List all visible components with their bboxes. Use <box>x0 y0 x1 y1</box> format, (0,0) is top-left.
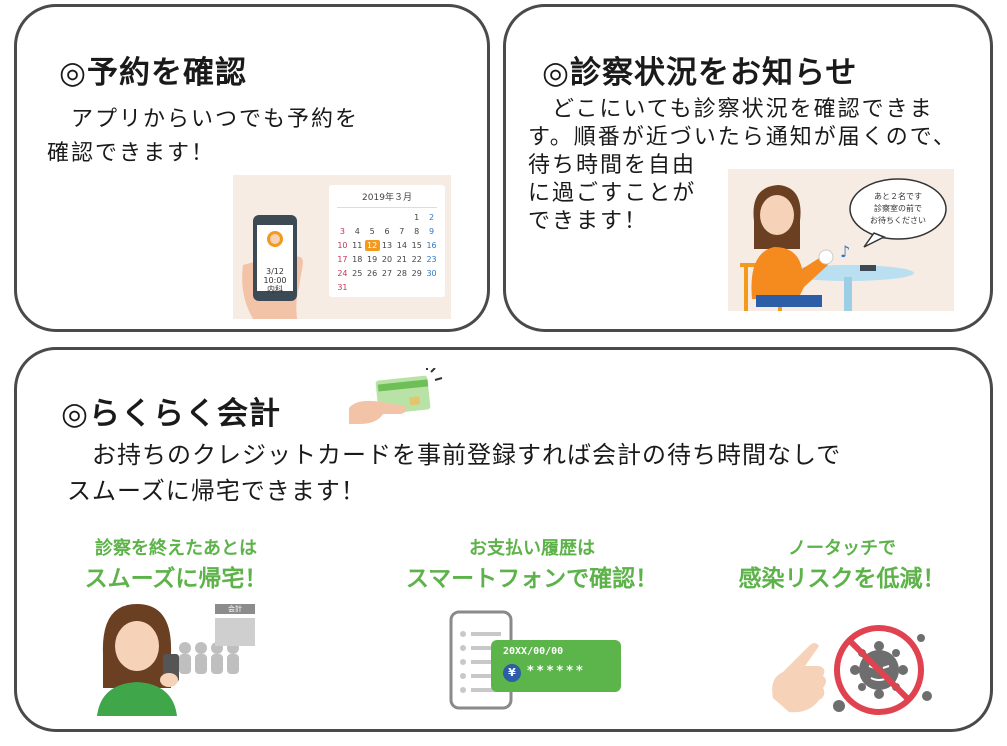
no-germ-touch-icon <box>772 625 932 715</box>
waiting-woman-illustration: ♪ あと２名です 診察室の前で お待ちください <box>728 169 954 311</box>
calendar-day: 21 <box>396 255 407 264</box>
panel-status-notification: ◎診察状況をお知らせ どこにいても診察状況を確認できま す。順番が近づいたら通知… <box>503 4 993 332</box>
calendar-day: 16 <box>426 241 437 250</box>
calendar-day <box>365 282 380 293</box>
calendar-day <box>350 282 365 293</box>
calendar-day <box>409 282 424 293</box>
calendar-day: 24 <box>337 269 348 278</box>
calendar-day: 2 <box>429 213 435 222</box>
calendar-month-label: 2019年３月 <box>337 190 437 208</box>
feature-no-touch-line-2: 感染リスクを低減！ <box>738 566 946 592</box>
calendar-day: 7 <box>399 227 405 236</box>
calendar-day: 29 <box>411 269 422 278</box>
status-text-line-1: どこにいても診察状況を確認できま <box>528 97 934 122</box>
calendar-day: 14 <box>396 241 407 250</box>
calendar-day <box>394 212 409 223</box>
panel-reservation: ◎予約を確認 アプリからいつでも予約を 確認できます！ 3/12 10:00 内… <box>14 4 490 332</box>
payment-text-line-1: お持ちのクレジットカードを事前登録すれば会計の待ち時間なしで <box>67 441 842 469</box>
calendar-day: 23 <box>426 255 437 264</box>
calendar-day: 12 <box>364 240 380 251</box>
calendar-day: 11 <box>352 241 363 250</box>
credit-card-hand-icon <box>349 368 443 424</box>
phone-appointment-date: 3/12 <box>266 267 284 276</box>
status-title: ◎診察状況をお知らせ <box>542 55 858 91</box>
panel-easy-payment: ◎らくらく会計 お持ちのクレジットカードを事前登録すれば会計の待ち時間なしで ス… <box>14 347 993 732</box>
payment-record-date: 20XX/00/00 <box>503 646 564 657</box>
calendar-day <box>350 212 365 223</box>
bubble-text-line-2: 診察室の前で <box>874 204 922 213</box>
bubble-text-line-3: お待ちください <box>870 216 926 225</box>
calendar-day: 22 <box>411 255 422 264</box>
calendar-day <box>335 212 350 223</box>
bubble-text-line-1: あと２名です <box>874 192 922 201</box>
reservation-text-line-2: 確認できます！ <box>47 141 216 166</box>
girl-smartphone-icon <box>97 604 255 716</box>
checkout-sign: 会計 <box>228 605 242 613</box>
feature-go-home-line-1: 診察を終えたあとは <box>95 538 257 559</box>
payment-record-bubble: 20XX/00/00 ¥ ****** <box>491 640 621 692</box>
calendar-day: 25 <box>352 269 363 278</box>
speech-bubble-icon <box>849 178 947 248</box>
reservation-text-line-1: アプリからいつでも予約を <box>47 107 360 132</box>
svg-text:♪: ♪ <box>840 242 850 261</box>
feature-history-line-2: スマートフォンで確認！ <box>405 566 659 592</box>
payment-record-amount: ****** <box>527 664 586 679</box>
hand-phone-icon <box>242 215 303 319</box>
calendar-day: 20 <box>381 255 393 264</box>
feature-history-caption: お支払い履歴は スマートフォンで確認！ <box>397 536 667 596</box>
calendar-day: 31 <box>337 283 348 292</box>
calendar-day <box>380 282 395 293</box>
feature-no-touch-caption: ノータッチで 感染リスクを低減！ <box>717 536 967 596</box>
payment-title: ◎らくらく会計 <box>61 396 282 432</box>
calendar-day: 8 <box>414 227 420 236</box>
calendar-day: 4 <box>354 227 360 236</box>
calendar-day <box>365 212 380 223</box>
calendar-day: 5 <box>369 227 375 236</box>
calendar-day: 13 <box>381 241 393 250</box>
feature-go-home-caption: 診察を終えたあとは スムーズに帰宅！ <box>61 536 291 596</box>
calendar-day: 15 <box>411 241 422 250</box>
status-text-line-4: に過ごすことが <box>528 181 697 206</box>
calendar-day: 6 <box>384 227 390 236</box>
payment-history-illustration: 20XX/00/00 ¥ ****** <box>449 610 629 710</box>
status-text-line-3: 待ち時間を自由 <box>528 153 697 178</box>
woman-at-cafe-icon: ♪ <box>740 185 914 311</box>
calendar-day: 26 <box>367 269 378 278</box>
calendar-day: 9 <box>429 227 435 236</box>
calendar-day: 1 <box>414 213 420 222</box>
calendar-day: 19 <box>367 255 378 264</box>
calendar-day: 18 <box>352 255 363 264</box>
reservation-title: ◎予約を確認 <box>59 55 248 91</box>
feature-no-touch-line-1: ノータッチで <box>788 538 896 559</box>
status-text-line-2: す。順番が近づいたら通知が届くので、 <box>528 125 957 150</box>
calendar-day: 28 <box>396 269 407 278</box>
phone-appointment-department: 内科 <box>267 285 283 294</box>
calendar-day: 17 <box>337 255 348 264</box>
calendar-day: 3 <box>339 227 345 236</box>
feature-go-home-line-2: スムーズに帰宅！ <box>84 566 268 592</box>
calendar-day <box>380 212 395 223</box>
checkout-illustration: 会計 <box>97 598 257 716</box>
status-text-line-5: できます！ <box>528 209 649 234</box>
yen-icon: ¥ <box>503 664 521 682</box>
feature-history-line-1: お支払い履歴は <box>469 538 595 559</box>
calendar-day: 27 <box>381 269 393 278</box>
payment-text-line-2: スムーズに帰宅できます！ <box>67 477 366 505</box>
calendar-day: 10 <box>337 241 348 250</box>
calendar-day: 30 <box>426 269 437 278</box>
calendar-day <box>394 282 409 293</box>
calendar-day <box>424 282 439 293</box>
phone-appointment-time: 10:00 <box>263 276 287 285</box>
